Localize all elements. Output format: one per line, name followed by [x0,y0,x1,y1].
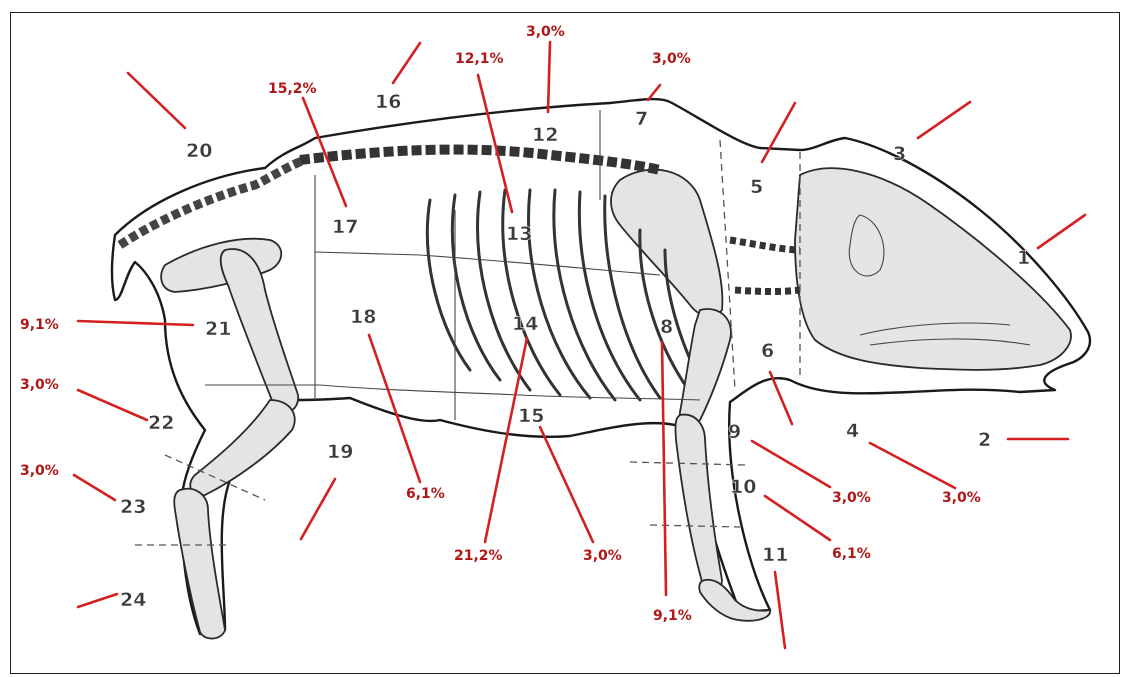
section-label-21: 21 [205,318,231,340]
section-label-24: 24 [120,589,146,611]
section-label-20: 20 [186,140,212,162]
section-label-4: 4 [846,420,859,442]
tibia-bone [190,400,295,495]
percent-label-23: 3,0% [20,463,59,479]
percent-label-13: 12,1% [455,51,504,67]
section-label-3: 3 [893,143,906,165]
leader-line-8 [662,342,666,595]
percent-label-14: 21,2% [454,548,503,564]
section-label-11: 11 [762,544,788,566]
leader-line-3 [918,102,970,138]
leader-line-12 [548,42,550,112]
percent-label-22: 3,0% [20,377,59,393]
section-label-19: 19 [327,441,353,463]
percent-label-15: 3,0% [583,548,622,564]
leader-line-19 [301,479,335,539]
section-label-16: 16 [375,91,401,113]
leader-line-22 [78,390,147,420]
forearm-bone [675,415,722,591]
section-label-18: 18 [350,306,376,328]
leader-line-23 [74,475,115,500]
section-label-22: 22 [148,412,174,434]
leader-line-15 [540,427,593,542]
femur-bone [221,249,298,412]
percent-label-18: 6,1% [406,486,445,502]
section-label-10: 10 [730,476,756,498]
leader-line-7 [648,85,660,100]
spine [300,150,660,170]
section-label-13: 13 [506,223,532,245]
leader-line-9 [752,441,830,487]
section-label-17: 17 [332,216,358,238]
rib [427,200,470,370]
leader-line-16 [393,43,420,83]
leader-line-11 [775,572,785,648]
percent-label-4: 3,0% [942,490,981,506]
section-label-6: 6 [761,340,774,362]
section-label-23: 23 [120,496,146,518]
scapula-bone [611,170,722,317]
neck-vertebrae [730,240,800,292]
tail-bones [120,160,305,245]
section-label-15: 15 [518,405,544,427]
section-label-5: 5 [750,176,763,198]
section-label-2: 2 [978,429,991,451]
percent-label-10: 6,1% [832,546,871,562]
percent-label-12: 3,0% [526,24,565,40]
leader-line-10 [765,496,830,540]
leader-line-5 [762,103,795,162]
section-label-9: 9 [728,421,741,443]
leader-line-24 [78,594,117,607]
section-label-7: 7 [635,108,648,130]
section-label-14: 14 [512,313,538,335]
section-label-1: 1 [1017,247,1030,269]
leader-line-4 [870,443,955,488]
percent-label-7: 3,0% [652,51,691,67]
leader-line-17 [303,98,346,206]
leader-line-20 [128,73,185,128]
section-label-12: 12 [532,124,558,146]
humerus-bone [680,309,731,425]
percent-label-21: 9,1% [20,317,59,333]
hind-foot-bones [174,489,225,639]
leader-line-13 [478,75,512,212]
section-label-8: 8 [660,316,673,338]
percent-label-8: 9,1% [653,608,692,624]
percent-label-17: 15,2% [268,81,317,97]
percent-label-9: 3,0% [832,490,871,506]
leader-line-21 [78,321,193,325]
leader-line-1 [1038,215,1085,248]
